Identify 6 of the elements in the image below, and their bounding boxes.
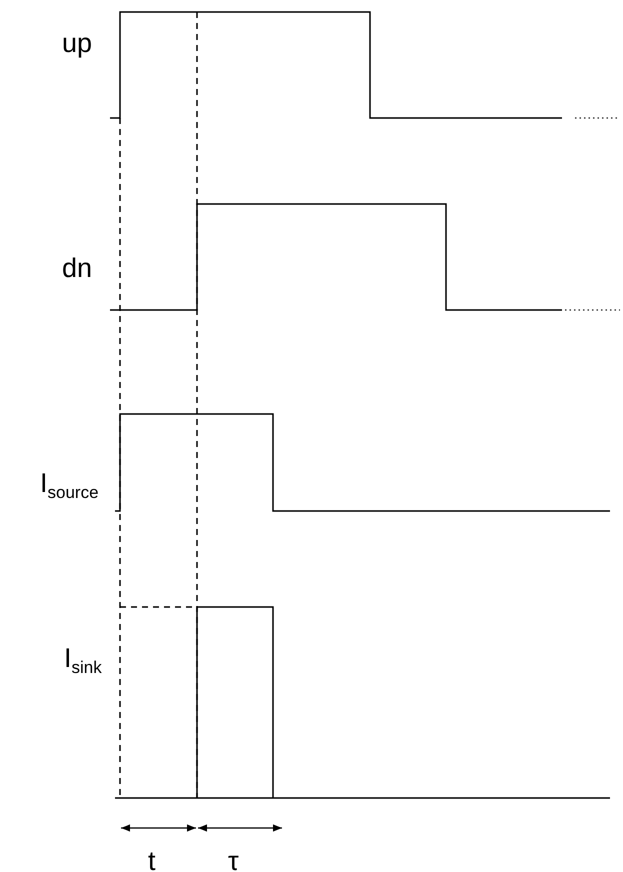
dimension-label: t	[148, 848, 156, 872]
signal-name: dn	[62, 255, 92, 282]
signal-name: I$_{source}$	[40, 470, 99, 501]
signal-name: I$_{sink}$	[64, 645, 102, 676]
signal-name: up	[62, 30, 92, 57]
dimension-label: τ	[228, 848, 239, 872]
